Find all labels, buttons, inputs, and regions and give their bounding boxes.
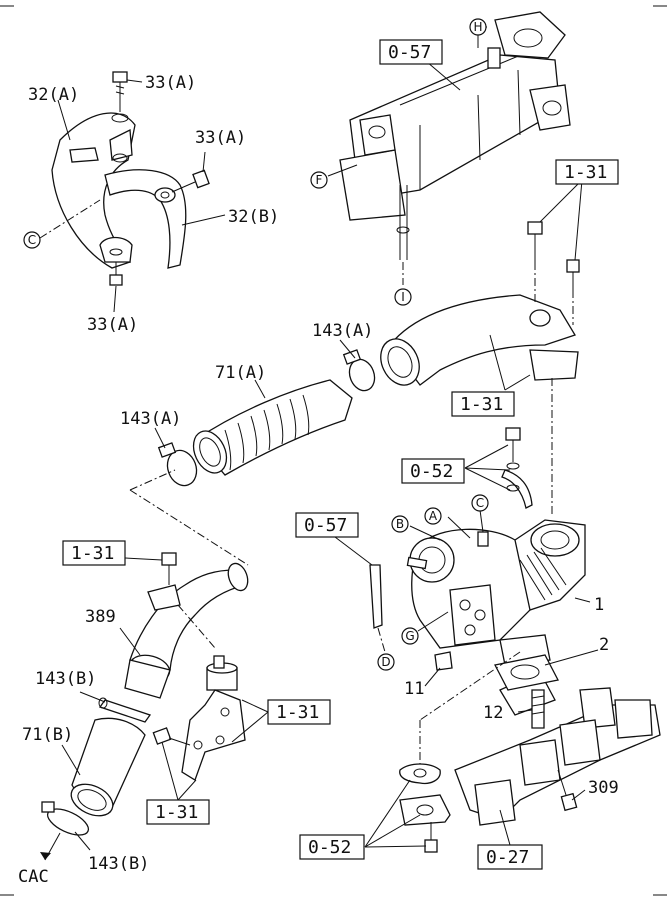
marker-f-text: F	[316, 173, 323, 187]
label-cac: CAC	[18, 867, 49, 887]
marker-h-text: H	[473, 20, 482, 34]
egr-cooler	[327, 11, 571, 285]
ref-1-31-bot-text: 1-31	[155, 802, 198, 823]
bracket-group	[152, 655, 269, 801]
ref-0-57-top: 0-57	[379, 39, 443, 65]
ref-1-31-bot: 1-31	[146, 799, 210, 825]
label-1: 1	[594, 595, 604, 615]
marker-d-text: D	[381, 655, 390, 669]
label-143a-top: 143(A)	[312, 321, 373, 341]
heat-shield-group	[39, 71, 226, 313]
ref-1-31-top-text: 1-31	[564, 162, 607, 183]
ref-0-57-top-text: 0-57	[388, 42, 431, 63]
intake-pipe-group	[380, 179, 583, 515]
marker-i: I	[394, 288, 412, 306]
label-11: 11	[404, 679, 424, 699]
pipe-389-group	[119, 552, 249, 699]
label-2: 2	[599, 635, 609, 655]
ref-0-52-bot-text: 0-52	[308, 837, 351, 858]
label-71b: 71(B)	[22, 725, 73, 745]
label-33a-mid: 33(A)	[195, 128, 246, 148]
ref-0-52-bot: 0-52	[299, 834, 365, 860]
turbocharger	[334, 427, 591, 687]
label-32a: 32(A)	[28, 85, 79, 105]
label-12: 12	[483, 703, 503, 723]
ref-0-57-mid: 0-57	[295, 512, 359, 538]
exhaust-manifold	[419, 649, 661, 846]
marker-g: G	[401, 627, 419, 645]
label-71a: 71(A)	[215, 363, 266, 383]
marker-b-text: B	[396, 517, 404, 531]
ref-1-31-mid: 1-31	[451, 391, 515, 417]
ref-0-27-text: 0-27	[486, 847, 529, 868]
ref-1-31-right: 1-31	[267, 699, 331, 725]
label-143b-bot: 143(B)	[88, 854, 149, 874]
label-143b-top: 143(B)	[35, 669, 96, 689]
label-33a-bot: 33(A)	[87, 315, 138, 335]
gasket-group	[364, 763, 451, 853]
marker-g-text: G	[405, 629, 414, 643]
ref-1-31-right-text: 1-31	[276, 702, 319, 723]
ref-1-31-left-text: 1-31	[71, 543, 114, 564]
marker-d: D	[377, 653, 395, 671]
ref-1-31-mid-text: 1-31	[460, 394, 503, 415]
ref-0-52-mid: 0-52	[401, 458, 465, 484]
ref-1-31-top: 1-31	[555, 159, 619, 185]
hose-71a-group	[129, 339, 376, 566]
marker-i-text: I	[401, 290, 405, 304]
marker-c-left-text: C	[28, 233, 36, 247]
marker-a-text: A	[429, 509, 438, 523]
ref-0-52-mid-text: 0-52	[410, 461, 453, 482]
ref-0-27: 0-27	[477, 844, 543, 870]
marker-b: B	[391, 515, 409, 533]
marker-c-left: C	[23, 231, 41, 249]
marker-c-top-text: C	[476, 496, 484, 510]
marker-f: F	[310, 171, 328, 189]
hose-71b-group	[40, 691, 152, 861]
marker-h: H	[469, 18, 487, 36]
ref-1-31-left: 1-31	[62, 540, 126, 566]
marker-c-top: C	[471, 494, 489, 512]
marker-a: A	[424, 507, 442, 525]
label-143a-left: 143(A)	[120, 409, 181, 429]
label-309: 309	[588, 778, 619, 798]
label-389: 389	[85, 607, 116, 627]
label-33a-top: 33(A)	[145, 73, 196, 93]
label-32b: 32(B)	[228, 207, 279, 227]
ref-0-57-mid-text: 0-57	[304, 515, 347, 536]
